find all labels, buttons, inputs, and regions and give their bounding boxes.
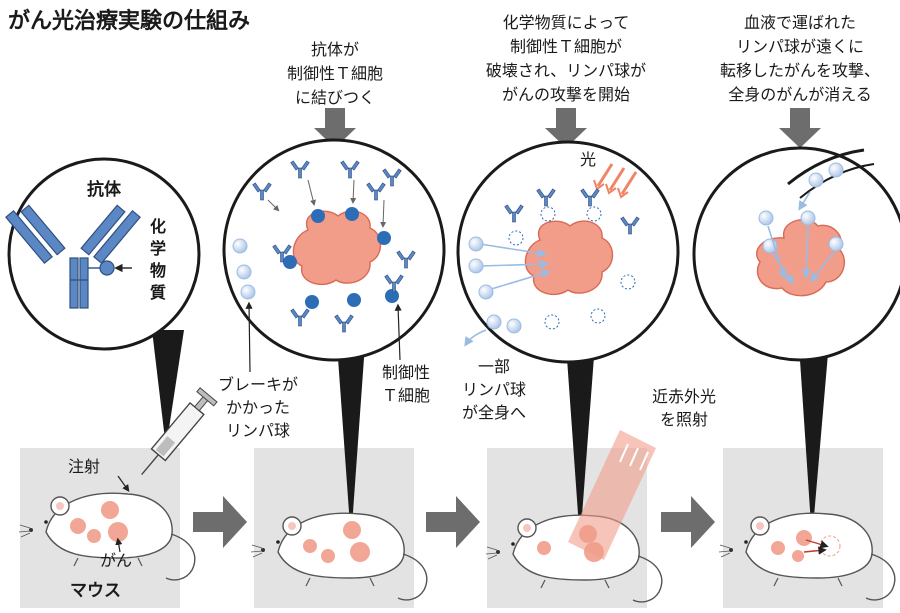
chemical-dot-icon bbox=[99, 260, 115, 276]
label-braked-line1: ブレーキが bbox=[218, 375, 298, 394]
lymph-attack-arrows bbox=[479, 243, 552, 291]
label-chemical-1: 化 bbox=[150, 217, 166, 236]
light-rays bbox=[593, 163, 638, 199]
mouse-1 bbox=[18, 492, 196, 581]
arrow-exit-vessel bbox=[798, 191, 811, 211]
circle-antibody: 抗体 化 学 物 質 bbox=[5, 157, 201, 351]
caption-step3-line1: 化学物質によって bbox=[503, 13, 630, 32]
caption-step2-line3: に結びつく bbox=[295, 88, 375, 107]
pointer-cone-4 bbox=[798, 330, 830, 540]
pointer-cone-1 bbox=[152, 330, 184, 448]
right-arrow-1 bbox=[193, 496, 247, 548]
antibody-large-icon bbox=[5, 204, 141, 309]
caption-step2-line2: 制御性Ｔ細胞 bbox=[287, 64, 383, 83]
caption-step3-line2: 制御性Ｔ細胞が bbox=[510, 37, 622, 56]
treg-cells bbox=[283, 207, 399, 309]
label-some-line2: リンパ球 bbox=[462, 380, 526, 399]
label-antibody: 抗体 bbox=[87, 179, 122, 200]
label-braked-lymphocyte: ブレーキが かかった リンパ球 bbox=[218, 375, 298, 440]
right-arrow-3 bbox=[661, 496, 715, 548]
caption-step3-line4: がんの攻撃を開始 bbox=[502, 85, 630, 104]
lymphocytes-blood bbox=[758, 162, 844, 254]
pointer-injection bbox=[117, 475, 130, 492]
label-mouse: マウス bbox=[70, 581, 121, 601]
circle-metastasis bbox=[692, 146, 900, 362]
binding-arrows bbox=[267, 179, 387, 228]
label-nir-light: 近赤外光 を照射 bbox=[652, 387, 716, 429]
page-title: がん光治療実験の仕組み bbox=[8, 8, 250, 34]
pointer-cancer bbox=[115, 537, 123, 553]
down-arrow-step2 bbox=[314, 108, 356, 148]
label-chemical-2: 学 bbox=[150, 239, 166, 258]
tumor-cell bbox=[292, 210, 382, 285]
caption-step4: 血液で運ばれた リンパ球が遠くに 転移したがんを攻撃、 全身のがんが消える bbox=[720, 13, 880, 104]
label-braked-line3: リンパ球 bbox=[226, 421, 290, 440]
right-arrow-2 bbox=[426, 496, 480, 548]
label-treg-line2: Ｔ細胞 bbox=[382, 386, 430, 405]
label-braked-line2: かかった bbox=[226, 398, 290, 417]
lymph-metastasis-arrows bbox=[767, 225, 835, 285]
pointer-cone-2 bbox=[336, 330, 366, 540]
label-some-line3: が全身へ bbox=[462, 403, 526, 422]
tumor-cell-attacked bbox=[524, 220, 614, 295]
nir-beam-arrows bbox=[619, 443, 649, 471]
caption-step3: 化学物質によって 制御性Ｔ細胞が 破壊され、リンパ球が がんの攻撃を開始 bbox=[486, 13, 646, 104]
label-cancer: がん bbox=[100, 551, 132, 570]
circle-binding bbox=[222, 138, 446, 362]
lymphocytes bbox=[232, 238, 256, 300]
down-arrow-step3 bbox=[545, 108, 587, 148]
pointer-cone-3 bbox=[565, 330, 596, 542]
label-chemical-3: 物 bbox=[150, 261, 166, 280]
arrow-to-body bbox=[464, 329, 487, 347]
mouse-2 bbox=[250, 512, 428, 601]
caption-step4-line3: 転移したがんを攻撃、 bbox=[720, 61, 880, 80]
label-injection: 注射 bbox=[68, 457, 100, 476]
syringe-icon bbox=[141, 387, 218, 476]
lymphocytes-active bbox=[468, 236, 522, 334]
destroyed-treg bbox=[508, 206, 636, 330]
caption-step3-line3: 破壊され、リンパ球が bbox=[486, 61, 646, 80]
blood-vessel-inner bbox=[787, 148, 865, 186]
caption-step2-line1: 抗体が bbox=[311, 40, 359, 59]
pointer-braked-lymphocyte bbox=[245, 301, 253, 373]
caption-step2: 抗体が 制御性Ｔ細胞 に結びつく bbox=[287, 40, 383, 107]
label-some-line1: 一部 bbox=[478, 357, 510, 376]
caption-step4-line1: 血液で運ばれた bbox=[744, 13, 856, 32]
pointer-treg bbox=[394, 303, 402, 361]
circle-attack: 光 bbox=[456, 140, 680, 364]
caption-step4-line2: リンパ球が遠くに bbox=[736, 37, 864, 56]
caption-step4-line4: 全身のがんが消える bbox=[728, 85, 872, 104]
down-arrow-step4 bbox=[779, 108, 821, 148]
label-treg: 制御性 Ｔ細胞 bbox=[382, 363, 430, 405]
label-some-lymphocytes: 一部 リンパ球 が全身へ bbox=[462, 357, 526, 422]
mouse-3 bbox=[485, 430, 663, 603]
label-chemical-4: 質 bbox=[150, 283, 166, 302]
label-nir-line2: を照射 bbox=[660, 410, 708, 429]
mouse-4 bbox=[718, 512, 896, 601]
label-treg-line1: 制御性 bbox=[382, 363, 430, 382]
label-light: 光 bbox=[580, 150, 596, 169]
label-nir-line1: 近赤外光 bbox=[652, 387, 716, 406]
